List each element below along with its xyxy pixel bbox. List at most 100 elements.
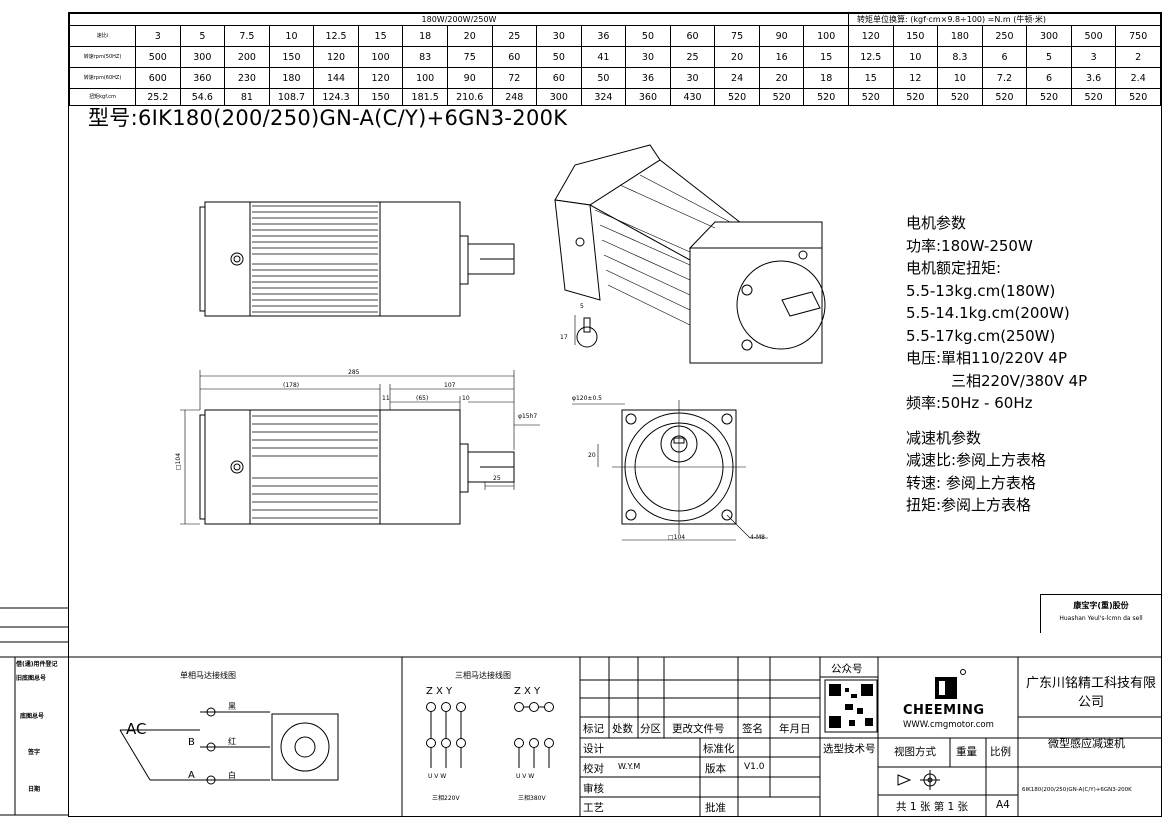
spec-cell: 25	[669, 46, 716, 68]
stamp-line-1: 康宝字(重)股份	[1073, 601, 1129, 610]
motor-params: 电机参数 功率:180W-250W 电机额定扭矩: 5.5-13kg.cm(18…	[906, 212, 1087, 517]
shaft-key-profile	[574, 315, 598, 348]
paper-size: A4	[996, 799, 1010, 811]
dim-motor: (178)	[283, 382, 300, 389]
spec-cell: 520	[892, 88, 939, 106]
single-phase-title: 单相马达接线图	[180, 671, 236, 680]
sheets-label: 共 1 张 第 1 张	[896, 801, 969, 813]
approve-label: 批准	[705, 802, 726, 814]
approval-stamp: 康宝字(重)股份 Huashan Yeul's-lcmn da sell	[1040, 594, 1161, 633]
three-phase-terminals-220	[426, 702, 466, 768]
view-mode-label: 视图方式	[894, 746, 936, 758]
v220-label: 三相220V	[432, 795, 460, 802]
dim-gap: 11	[382, 395, 390, 402]
dim-flange: φ120±0.5	[572, 395, 602, 402]
standard-label: 标准化	[703, 743, 735, 755]
spec-cell: 520	[848, 88, 894, 106]
spec-cell: 430	[669, 88, 716, 106]
dim-total: 285	[348, 369, 360, 376]
dim-holes: 4-M8	[750, 534, 765, 541]
reducer-params-title: 减速机参数	[906, 428, 982, 447]
motor-torque-200: 5.5-14.1kg.cm(200W)	[906, 304, 1070, 322]
spec-cell: 520	[758, 88, 805, 106]
motor-side-view-top	[199, 201, 515, 317]
spec-cell: 300	[536, 88, 582, 106]
col-label-1: 处数	[612, 723, 633, 735]
terminal-b-label: B	[188, 737, 195, 748]
version-label: 版本	[705, 763, 726, 775]
check-label: 校对	[583, 763, 604, 775]
cheeming-logo-icon	[935, 669, 966, 699]
spec-cell: 520	[981, 88, 1028, 106]
three-phase-terminals-380	[514, 702, 554, 768]
dim-mid: (65)	[416, 395, 429, 402]
craft-label: 工艺	[583, 802, 604, 814]
motor-side-view-dimensioned	[199, 409, 515, 525]
motor-params-title: 电机参数	[906, 214, 967, 232]
website: WWW.cmgmotor.com	[903, 720, 994, 730]
uvw-label-2: U V W	[516, 773, 535, 780]
spec-table: 180W/200W/250W 转矩单位换算: (kgf·cm×9.8÷100) …	[69, 13, 1161, 106]
uvw-label-1: U V W	[428, 773, 447, 780]
zxy-label-1: Z X Y	[426, 686, 453, 697]
dim-key-w: 5	[580, 303, 584, 310]
col-label-2: 分区	[640, 723, 661, 735]
spec-cell: 81	[224, 88, 270, 106]
selection-label: 选型技术号	[823, 743, 876, 755]
drawing-frame	[68, 12, 1162, 817]
three-phase-title: 三相马达接线图	[455, 671, 511, 680]
col-label-5: 年月日	[779, 723, 811, 735]
version-value: V1.0	[744, 762, 765, 772]
spec-cell: 360	[625, 88, 671, 106]
spec-row-label: 扭矩kgf.cm	[69, 88, 136, 106]
reducer-torque: 扭矩:参阅上方表格	[906, 496, 1032, 514]
spec-cell: 520	[803, 88, 849, 106]
spec-cell: 248	[491, 88, 538, 106]
col-label-0: 标记	[583, 723, 604, 735]
wechat-label: 公众号	[831, 663, 863, 675]
spec-cell: 30	[625, 46, 671, 68]
dim-side: □104	[175, 452, 183, 471]
left-strip-0: 借(通)用件登记	[16, 661, 58, 668]
black-wire-label: 黑	[228, 702, 236, 711]
spec-cell: 15	[848, 67, 894, 89]
spec-cell: 210.6	[446, 88, 493, 106]
red-wire-label: 红	[228, 737, 236, 746]
spec-cell: 324	[580, 88, 627, 106]
model-title: 型号:6IK180(200/250)GN-A(C/Y)+6GN3-200K	[88, 106, 568, 130]
reducer-speed: 转速: 参阅上方表格	[906, 473, 1036, 492]
spec-cell: 520	[1115, 88, 1161, 106]
spec-cell: 181.5	[402, 88, 448, 106]
left-strip-2: 底图总号	[20, 713, 45, 720]
left-strip-1: 旧底图总号	[16, 675, 47, 682]
motor-torque-title: 电机额定扭矩:	[906, 259, 1002, 277]
spec-cell: 54.6	[179, 88, 226, 106]
company-name: 广东川铭精工科技有限公司	[1026, 676, 1157, 710]
dim-gear: 107	[444, 382, 456, 389]
motor-torque-250: 5.5-17kg.cm(250W)	[906, 326, 1056, 345]
motor-3d-view	[554, 144, 826, 364]
spec-cell: 12.5	[848, 46, 894, 68]
dim-shaft-len: 10	[462, 395, 470, 402]
col-label-3: 更改文件号	[672, 723, 725, 735]
col-label-4: 签名	[742, 723, 763, 735]
dim-shaft-dia: φ15h7	[518, 413, 538, 420]
motor-frequency: 频率:50Hz - 60Hz	[906, 394, 1033, 412]
gearbox-front-view	[572, 400, 768, 541]
motor-power: 功率:180W-250W	[906, 236, 1033, 255]
check-name: W.Y.M	[618, 762, 641, 771]
left-strip-3: 签字	[28, 749, 41, 756]
motor-torque-180: 5.5-13kg.cm(180W)	[906, 281, 1056, 300]
motor-voltage-1: 电压:單相110/220V 4P	[906, 349, 1067, 367]
qr-code-icon	[824, 679, 878, 733]
spec-cell: 520	[937, 88, 983, 106]
spec-cell: 520	[714, 88, 760, 106]
dim-key: 25	[493, 475, 501, 482]
zxy-label-2: Z X Y	[514, 686, 541, 697]
left-strip-4: 日期	[28, 786, 41, 793]
v380-label: 三相380V	[518, 795, 546, 802]
